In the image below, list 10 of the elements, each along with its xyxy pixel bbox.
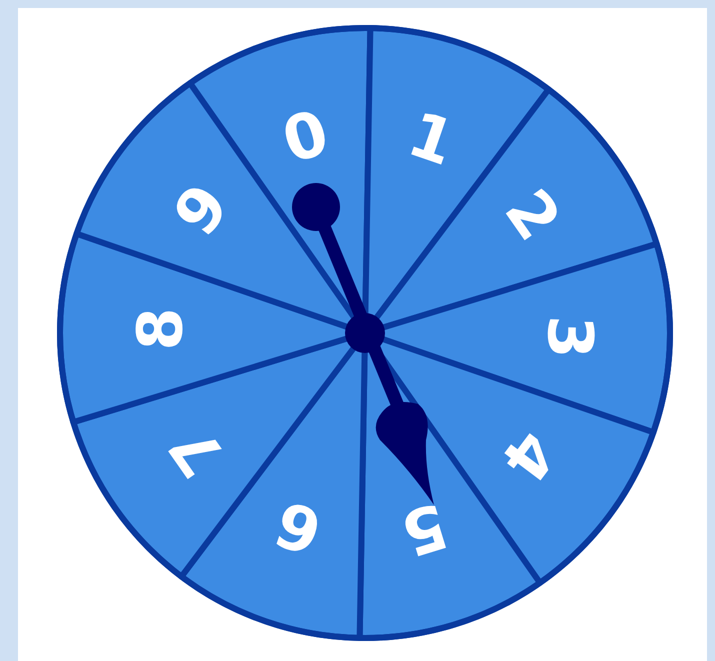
sector-number: 6 (268, 490, 329, 564)
sector-number: 0 (275, 101, 335, 173)
sector-number: 1 (401, 102, 462, 176)
sector-number: 7 (159, 415, 235, 486)
sector-number: 9 (164, 174, 240, 246)
sector-number: 8 (128, 307, 192, 352)
sector-number: 4 (491, 420, 567, 492)
sector-number: 3 (538, 314, 602, 359)
sector-number: 2 (495, 180, 571, 251)
sector-number: 5 (395, 493, 455, 565)
